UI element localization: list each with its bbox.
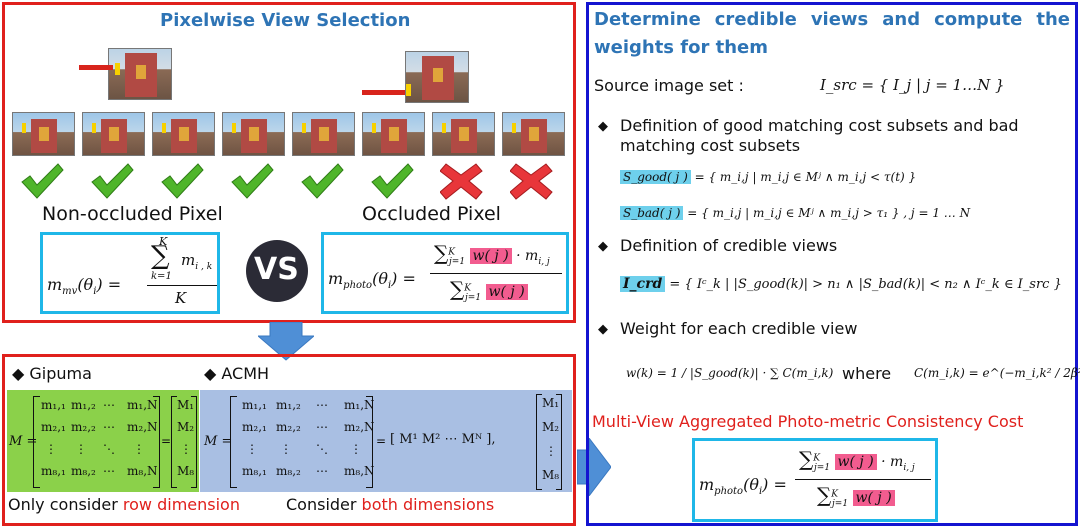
acmh-matrix-cells: m₁,₁ m₁,₂ ⋯ m₁,N m₂,₁ m₂,₂ ⋯ m₂,N ⋮ ⋮ ⋱ … (242, 398, 375, 478)
right-arrow (577, 438, 611, 496)
reference-image-right (405, 51, 469, 103)
gipuma-caption: Only consider row dimension (8, 495, 240, 514)
vs-badge (246, 240, 308, 302)
check-icon (301, 163, 344, 199)
bullet-diamond-3: ◆ (598, 322, 608, 337)
mv-formula-box: mmv(θi) = K ∑ k=1 mi , k K (40, 232, 220, 314)
source-formula: I_src = { I_j | j = 1…N } (820, 76, 1005, 94)
weight-highlight-den: w( j ) (485, 284, 528, 300)
mv-sum-top: K (159, 235, 168, 248)
weight-highlight-num: w( j ) (469, 248, 512, 264)
check-icon (21, 163, 64, 199)
acmh-row-vector: [ M¹ M² ⋯ Mᴺ ], (390, 432, 496, 447)
weight-highlight-num-right: w( j ) (834, 454, 877, 470)
source-view-6 (362, 112, 425, 156)
acmh-matrix-bg (200, 390, 572, 492)
where-label: where (842, 364, 892, 383)
bullet-weight: Weight for each credible view (620, 319, 858, 338)
photo-formula-box-left: mphoto(θi) = ∑Kj=1 w( j ) · mi, j ∑Kj=1 … (321, 232, 569, 314)
credible-view-definition: I_crd = { Iᶜ_k | |S_good(k)| > n₁ ∧ |S_b… (620, 276, 1062, 292)
red-arrow-left (79, 65, 113, 70)
check-icon (161, 163, 204, 199)
check-icon (371, 163, 414, 199)
gipuma-matrix-bg (7, 390, 199, 492)
check-icon (91, 163, 134, 199)
gipuma-matrix-cells: m₁,₁ m₁,₂ ⋯ m₁,N m₂,₁ m₂,₂ ⋯ m₂,N ⋮ ⋮ ⋱ … (41, 398, 158, 478)
s-bad-definition: S_bad( j ) = { m_i,j | m_i,j ∈ Mʲ ∧ m_i,… (620, 206, 970, 220)
acmh-caption: Consider both dimensions (286, 495, 495, 514)
check-icon (231, 163, 274, 199)
source-view-3 (152, 112, 215, 156)
source-view-4 (222, 112, 285, 156)
red-arrow-right (362, 90, 405, 95)
weight-formula: w(k) = 1 / |S_good(k)| · ∑ C(m_i,k) (626, 366, 834, 380)
acmh-matrix: M = m₁,₁ m₁,₂ ⋯ m₁,N m₂,₁ m₂,₂ ⋯ m₂,N ⋮ … (204, 394, 570, 490)
i-crd-highlight: I_crd (620, 276, 666, 292)
reference-image-left (108, 48, 172, 100)
multi-view-cost-title: Multi-View Aggregated Photo-metric Consi… (592, 412, 1024, 431)
s-good-definition: S_good( j ) = { m_i,j | m_i,j ∈ Mʲ ∧ m_i… (620, 170, 916, 184)
comparison-panel (2, 354, 576, 526)
gipuma-label: ◆ Gipuma (12, 364, 92, 383)
s-bad-highlight: S_bad( j ) (620, 206, 684, 220)
non-occluded-label: Non-occluded Pixel (42, 203, 223, 225)
acmh-label: ◆ ACMH (204, 364, 270, 383)
vs-label: VS (254, 252, 299, 287)
mv-sum-symbol: ∑ (151, 241, 170, 271)
weight-highlight-den-right: w( j ) (852, 490, 895, 506)
cross-icon (440, 163, 483, 200)
pixelwise-title: Pixelwise View Selection (160, 10, 411, 31)
credible-views-title: Determine credible views and compute the… (594, 9, 1070, 58)
source-view-7 (432, 112, 495, 156)
bullet-good-bad-subsets: Definition of good matching cost subsets… (620, 116, 1019, 155)
source-view-8 (502, 112, 565, 156)
mv-denominator: K (175, 289, 187, 307)
source-label: Source image set : (594, 76, 744, 95)
source-view-2 (82, 112, 145, 156)
source-view-5 (292, 112, 355, 156)
occluded-label: Occluded Pixel (362, 203, 501, 225)
cross-icon (510, 163, 553, 200)
down-arrow (258, 322, 314, 361)
bullet-diamond-2: ◆ (598, 239, 608, 254)
mv-sum-bottom: k=1 (151, 271, 172, 282)
bullet-credible-views: Definition of credible views (620, 236, 838, 255)
credible-views-panel (586, 2, 1078, 526)
c-formula: C(m_i,k) = e^(−m_i,k² / 2β²) (914, 366, 1080, 380)
gipuma-matrix: M = m₁,₁ m₁,₂ ⋯ m₁,N m₂,₁ m₂,₂ ⋯ m₂,N ⋮ … (9, 394, 199, 490)
bullet-diamond-1: ◆ (598, 119, 608, 134)
s-good-highlight: S_good( j ) (620, 170, 691, 184)
source-view-1 (12, 112, 75, 156)
photo-formula-box-right: mphoto(θi) = ∑Kj=1 w( j ) · mi, j ∑Kj=1 … (692, 438, 938, 522)
